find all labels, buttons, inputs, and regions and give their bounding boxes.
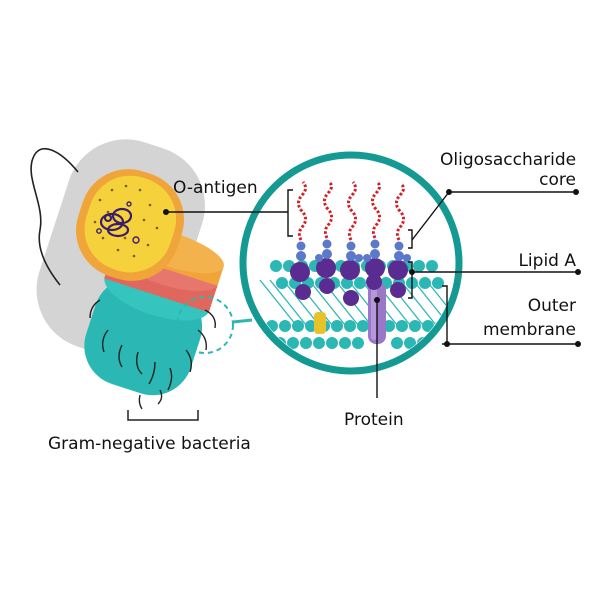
oligosaccharide-beads: [296, 239, 411, 262]
lipid-a-heads: [290, 258, 408, 306]
leader-dots: [163, 189, 581, 347]
zoom-circle: [176, 296, 234, 354]
label-membrane: membrane: [482, 320, 576, 340]
label-protein: Protein: [344, 410, 404, 430]
label-oligosaccharide: Oligosaccharide: [440, 150, 577, 170]
bacterium-illustration: [30, 139, 253, 421]
label-oligosaccharide-core: core: [539, 170, 576, 190]
o-antigen-chains: [296, 180, 406, 241]
bacterium-bracket: [127, 410, 199, 421]
flagellum: [30, 147, 79, 286]
pili: [89, 299, 216, 410]
label-o-antigen: O-antigen: [173, 178, 258, 198]
label-gram-negative: Gram-negative bacteria: [48, 434, 251, 454]
label-lipid-a: Lipid A: [518, 251, 576, 271]
nucleoid: [99, 207, 133, 238]
o-antigen-bracket: [287, 189, 293, 237]
membrane-zoom: [239, 151, 463, 375]
label-outer: Outer: [527, 296, 576, 316]
leader-lines: [166, 189, 578, 398]
membrane-protein-yellow: [314, 312, 326, 334]
